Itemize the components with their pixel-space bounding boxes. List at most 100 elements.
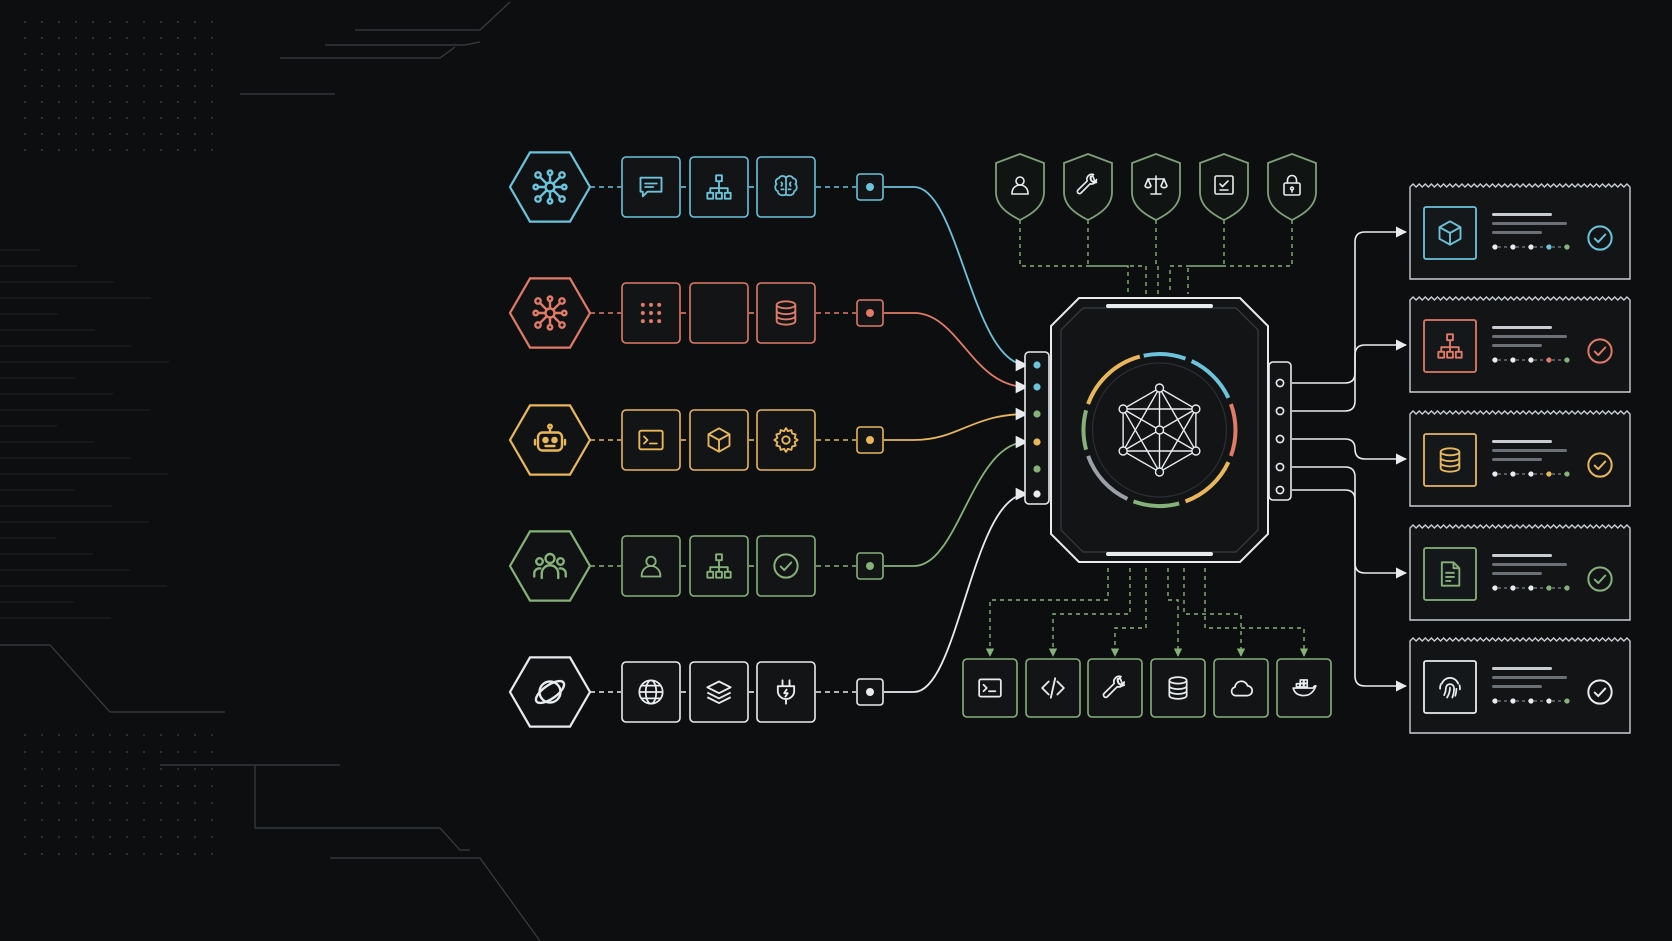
bg-dot bbox=[23, 733, 27, 737]
capability-tile[interactable] bbox=[756, 409, 816, 471]
toolbelt bbox=[962, 658, 1332, 718]
bg-dot bbox=[193, 100, 197, 104]
core-ring-arc bbox=[1229, 403, 1238, 457]
capability-tile[interactable] bbox=[689, 661, 749, 723]
bg-dot bbox=[91, 68, 95, 72]
bg-dot bbox=[125, 84, 129, 88]
bg-dot bbox=[193, 148, 197, 152]
panel-text-line bbox=[1492, 563, 1567, 566]
bg-dot bbox=[91, 835, 95, 839]
guardrail-shield[interactable] bbox=[1063, 153, 1113, 222]
output-panel[interactable] bbox=[1409, 410, 1631, 507]
bg-dot bbox=[159, 750, 163, 754]
bg-dot bbox=[108, 132, 112, 136]
output-panel[interactable] bbox=[1409, 637, 1631, 734]
bg-dot bbox=[176, 100, 180, 104]
bg-dot bbox=[142, 835, 146, 839]
bg-dot bbox=[23, 100, 27, 104]
output-panel[interactable] bbox=[1409, 183, 1631, 280]
bg-dot bbox=[91, 20, 95, 24]
bg-dot bbox=[108, 767, 112, 771]
bg-circuit-trace bbox=[280, 46, 456, 59]
output-panel[interactable] bbox=[1409, 296, 1631, 393]
agent-row bbox=[508, 656, 884, 728]
bg-dot bbox=[193, 767, 197, 771]
bg-dot bbox=[57, 100, 61, 104]
bg-dot bbox=[176, 784, 180, 788]
bg-dot bbox=[57, 132, 61, 136]
core-ring-arc bbox=[1190, 359, 1231, 399]
panel-text-line bbox=[1492, 572, 1542, 575]
bg-dot bbox=[193, 132, 197, 136]
bg-dot bbox=[142, 36, 146, 40]
agent-rows bbox=[508, 151, 884, 728]
bg-dot bbox=[74, 852, 78, 856]
core-bottom-bar bbox=[1106, 552, 1213, 556]
bg-dot bbox=[125, 148, 129, 152]
bg-dot bbox=[142, 767, 146, 771]
output-line bbox=[1292, 339, 1408, 412]
output-line bbox=[1292, 466, 1408, 579]
agent-hub-hexagon[interactable] bbox=[508, 277, 592, 349]
tool-tile[interactable] bbox=[1213, 658, 1269, 718]
tool-tile[interactable] bbox=[1150, 658, 1206, 718]
panel-progress-dot bbox=[1528, 471, 1534, 477]
bg-circuit-trace bbox=[254, 765, 470, 851]
panel-progress-dot bbox=[1546, 585, 1552, 591]
bg-dot bbox=[40, 84, 44, 88]
output-port bbox=[1275, 485, 1285, 495]
bg-dot bbox=[40, 36, 44, 40]
bg-dot bbox=[193, 84, 197, 88]
panel-progress-dot bbox=[1510, 585, 1516, 591]
bg-dot bbox=[91, 767, 95, 771]
tool-tile[interactable] bbox=[962, 658, 1018, 718]
capability-tile[interactable] bbox=[756, 282, 816, 344]
bg-dot bbox=[23, 801, 27, 805]
bg-dot bbox=[108, 733, 112, 737]
bg-dot bbox=[108, 750, 112, 754]
guardrail-link bbox=[1187, 220, 1293, 294]
bg-dot bbox=[142, 52, 146, 56]
capability-tile[interactable] bbox=[689, 282, 749, 344]
core-ring-arc bbox=[1184, 461, 1231, 504]
bg-dot bbox=[142, 818, 146, 822]
guardrail-shield[interactable] bbox=[995, 153, 1045, 222]
bg-dot bbox=[91, 801, 95, 805]
bg-dot bbox=[176, 132, 180, 136]
guardrail-shield[interactable] bbox=[1131, 153, 1181, 222]
bg-dot bbox=[125, 52, 129, 56]
panel-progress-dot bbox=[1492, 471, 1498, 477]
tool-link bbox=[1048, 568, 1131, 657]
bg-dot bbox=[108, 784, 112, 788]
capability-tile[interactable] bbox=[756, 535, 816, 597]
panel-progress-dot bbox=[1510, 471, 1516, 477]
panel-text-line bbox=[1492, 440, 1552, 443]
capability-tile[interactable] bbox=[621, 409, 681, 471]
core-inner-frame bbox=[1060, 307, 1259, 553]
bg-dot bbox=[142, 20, 146, 24]
input-port-strip bbox=[1024, 351, 1050, 505]
panel-progress-dot bbox=[1492, 244, 1498, 250]
connector-dot bbox=[866, 183, 874, 191]
bg-dot bbox=[57, 750, 61, 754]
bg-dot bbox=[159, 84, 163, 88]
panel-text-line bbox=[1492, 231, 1542, 234]
agent-hub-hexagon[interactable] bbox=[508, 404, 592, 476]
agent-hub-hexagon[interactable] bbox=[508, 151, 592, 223]
bg-dot bbox=[108, 801, 112, 805]
panel-progress-dot bbox=[1510, 244, 1516, 250]
input-port bbox=[1033, 438, 1041, 446]
panel-text-line bbox=[1492, 213, 1552, 216]
guardrail-shield[interactable] bbox=[1267, 153, 1317, 222]
core-ring-arc bbox=[1086, 354, 1141, 405]
bg-dot bbox=[74, 148, 78, 152]
bg-dot bbox=[159, 132, 163, 136]
bg-dot bbox=[142, 68, 146, 72]
guardrail-shield[interactable] bbox=[1199, 153, 1249, 222]
output-panel[interactable] bbox=[1409, 524, 1631, 621]
bg-dot bbox=[57, 767, 61, 771]
agent-hub-hexagon[interactable] bbox=[508, 656, 592, 728]
bg-dot bbox=[108, 852, 112, 856]
output-line bbox=[1292, 438, 1408, 465]
bg-dot bbox=[142, 148, 146, 152]
